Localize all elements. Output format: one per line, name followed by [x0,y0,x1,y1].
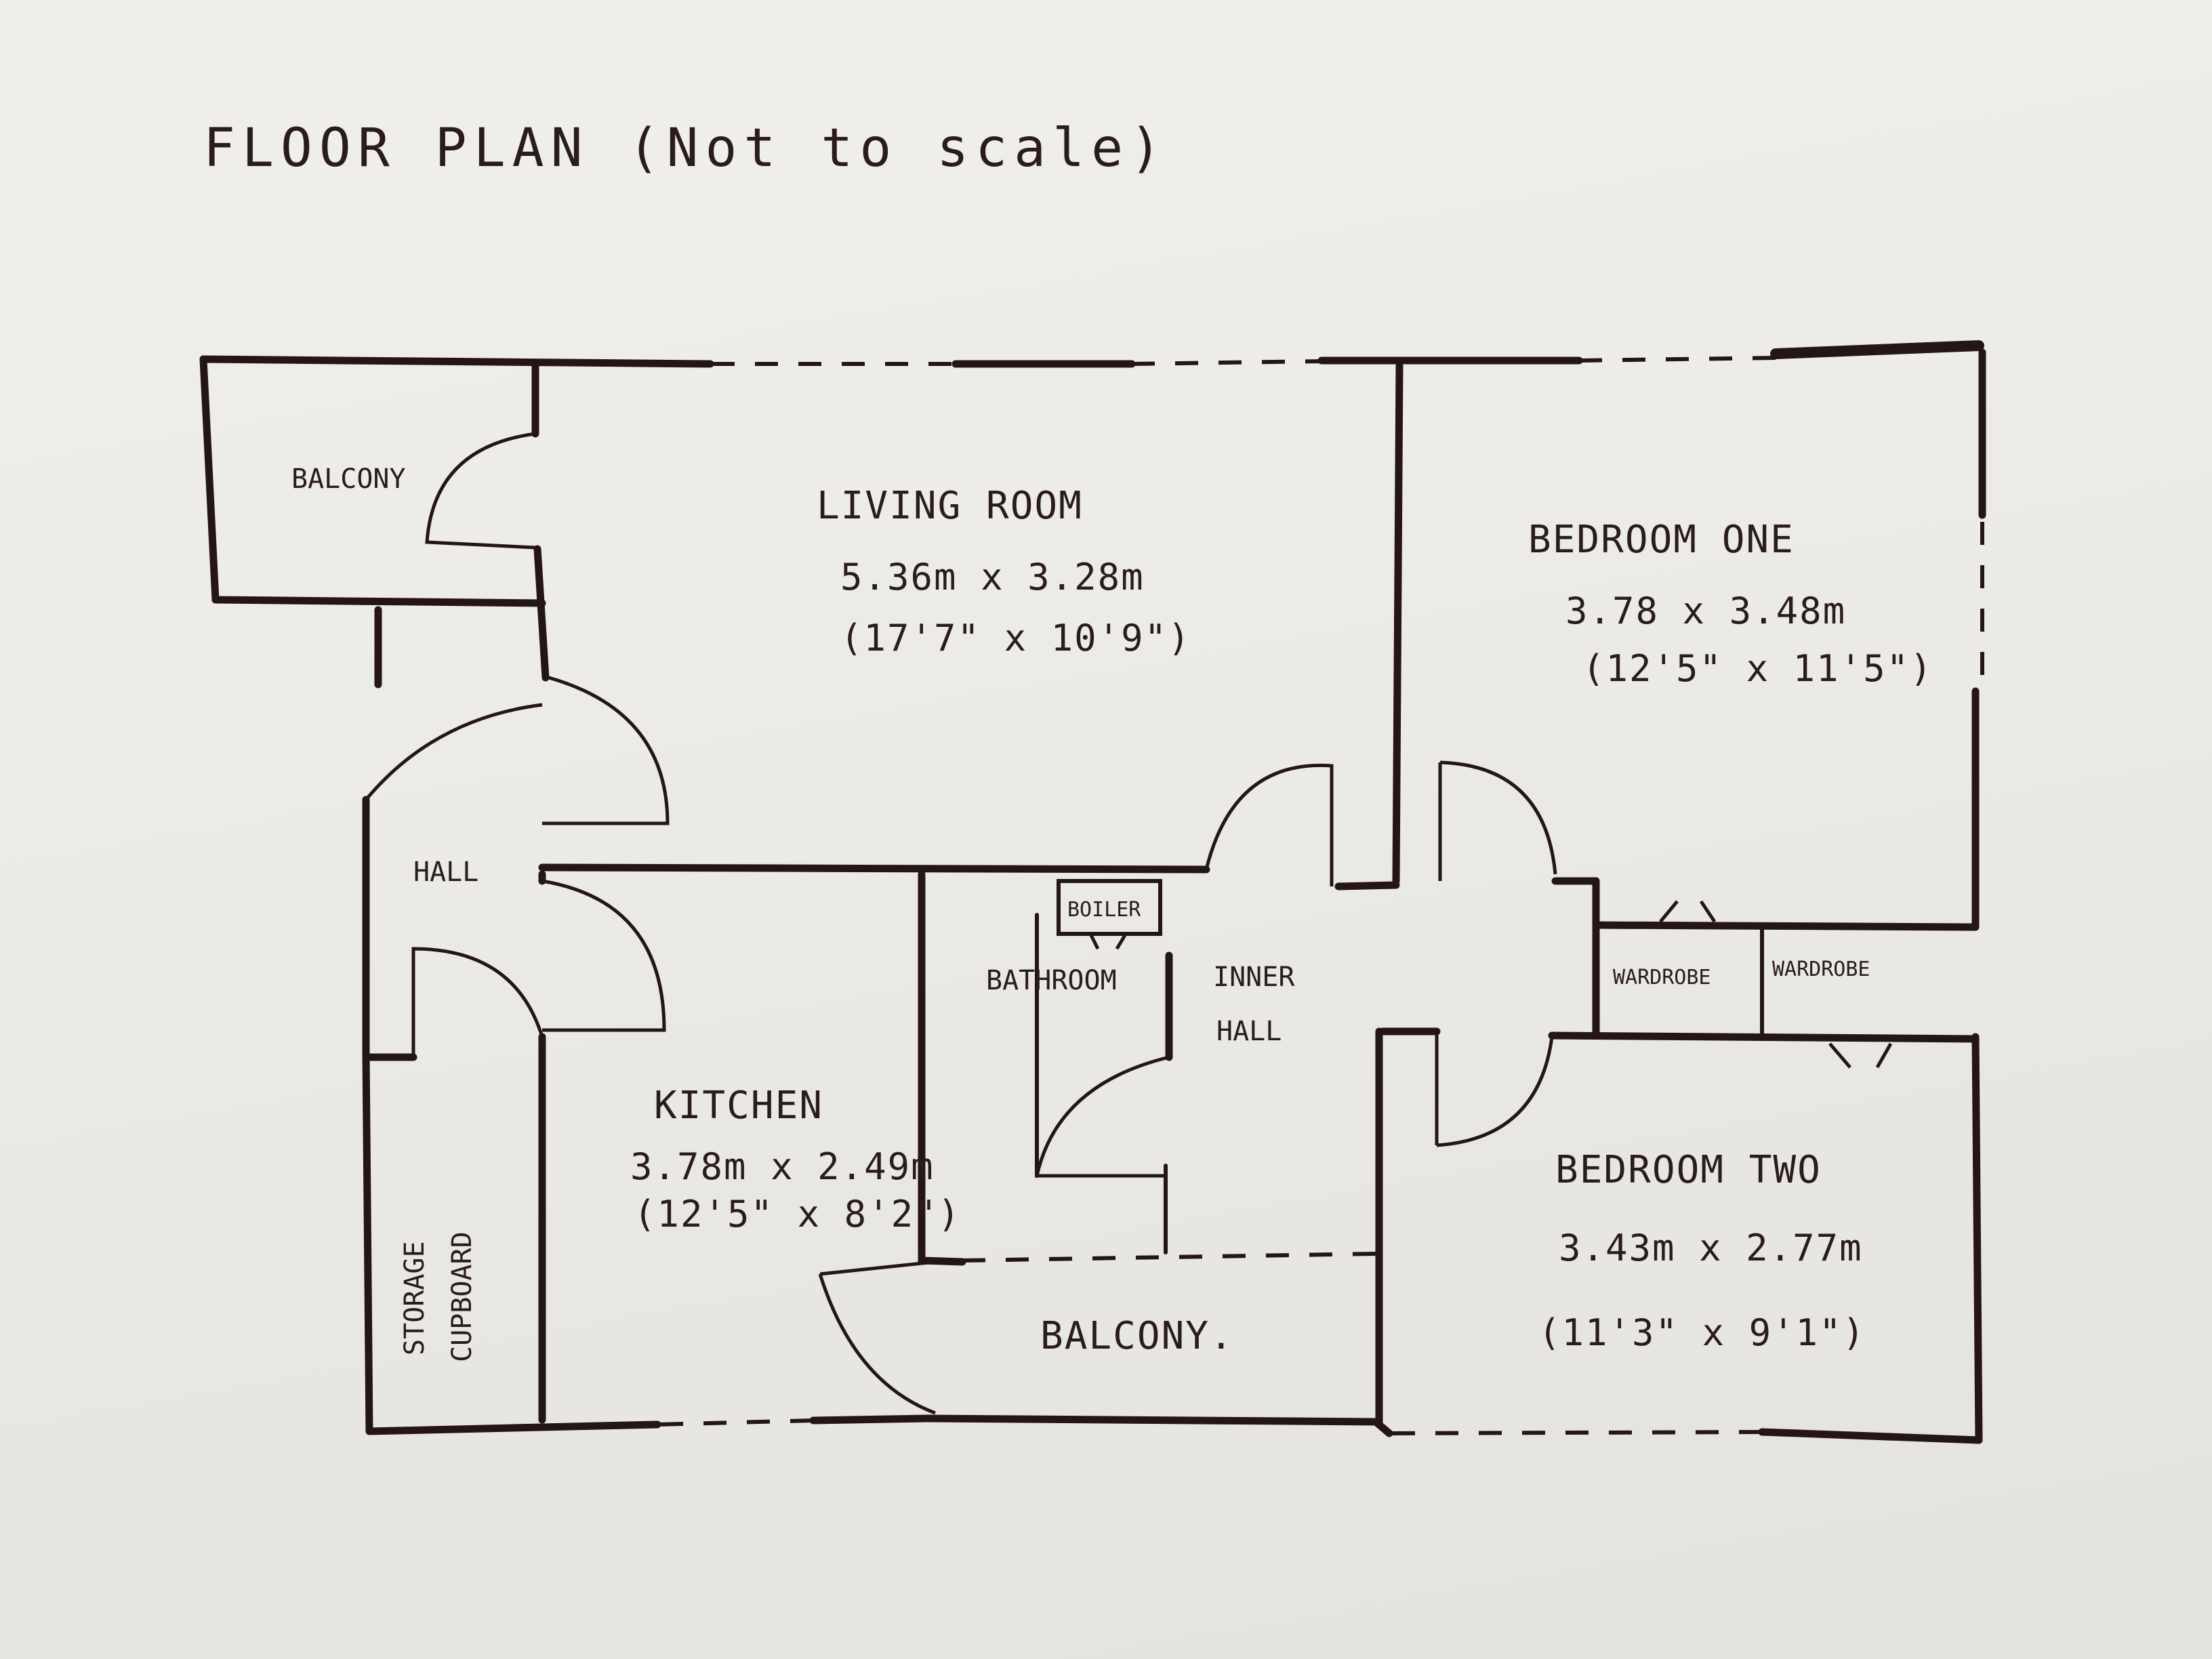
label-bedroom-one: BEDROOM ONE [1528,518,1795,562]
label-bedroom-one-metric: 3.78 x 3.48m [1565,590,1846,632]
label-wardrobe-right: WARDROBE [1772,958,1870,981]
wall-bottom-right [1758,1428,1983,1444]
boiler-marks [1089,934,1127,950]
window-living-2 [1131,359,1322,366]
wall-wardrobe-bottom [1548,1031,1980,1043]
wall-living-left [533,545,550,682]
door-kitchen [541,879,666,1032]
label-inner-hall-1: INNER [1213,962,1295,993]
wall-wardrobe-top [1592,921,1980,931]
wall-bottom-balcony [924,1414,1380,1426]
label-living-room-metric: 5.36m x 3.28m [840,556,1145,598]
wall-balcony-bottom [211,596,546,607]
label-inner-hall-2: HALL [1216,1016,1282,1047]
balcony-threshold [962,1252,1376,1263]
label-hall: HALL [413,857,478,888]
label-bedroom-two-imperial: (11'3" x 9'1") [1538,1311,1866,1354]
wardrobe-door-marks [1659,900,1893,1069]
label-bedroom-two-metric: 3.43m x 2.77m [1559,1227,1863,1269]
door-storage [411,947,544,1054]
label-bedroom-one-imperial: (12'5" x 11'5") [1582,647,1933,690]
doors [365,432,1893,1415]
label-bedroom-two: BEDROOM TWO [1555,1148,1822,1192]
wall-bed1-left [1392,362,1404,885]
plan-title: FLOOR PLAN (Not to scale) [203,118,1168,179]
wall-left-storage [362,1050,373,1435]
door-bedroom-one [1438,760,1557,881]
wall-inner-hall-top-stub [1334,881,1400,890]
room-labels: BALCONY LIVING ROOM 5.36m x 3.28m (17'7"… [291,464,1933,1362]
wall-kitchen-corner [918,1256,966,1266]
wall-balcony-left [199,355,220,604]
wall-right-bed2 [1971,1033,1983,1444]
door-balcony-bottom [818,1260,936,1415]
label-bathroom: BATHROOM [986,965,1117,996]
door-balcony-top [425,432,536,550]
wall-top-left [199,355,714,368]
window-kitchen [657,1418,814,1427]
interior-walls [365,362,1980,1427]
door-living-room [542,676,670,825]
label-living-room-imperial: (17'7" x 10'9") [840,617,1191,659]
label-living-room: LIVING ROOM [817,484,1083,528]
wall-bottom-left [365,1420,661,1435]
label-storage-2: CUPBOARD [447,1231,478,1362]
label-balcony-top: BALCONY [291,464,406,495]
label-boiler: BOILER [1067,898,1141,922]
door-bathroom [1034,1055,1170,1178]
label-kitchen-imperial: (12'5" x 8'2") [634,1193,961,1235]
label-storage-1: STORAGE [399,1241,430,1355]
door-hall-entry [365,703,543,801]
door-living-inner [1204,763,1334,886]
wall-bottom-mid [809,1414,933,1425]
wall-living-bottom [538,863,1210,874]
window-bed1-top [1578,356,1776,363]
wall-top-right [1770,340,1984,359]
door-bedroom-two [1435,1031,1554,1147]
window-bed2 [1389,1430,1763,1435]
boiler-box [1057,879,1162,936]
label-kitchen: KITCHEN [654,1084,823,1128]
label-balcony-bottom: BALCONY. [1040,1314,1234,1358]
label-kitchen-metric: 3.78m x 2.49m [630,1145,935,1188]
label-wardrobe-left: WARDROBE [1613,966,1711,989]
outer-walls [199,340,1986,1444]
